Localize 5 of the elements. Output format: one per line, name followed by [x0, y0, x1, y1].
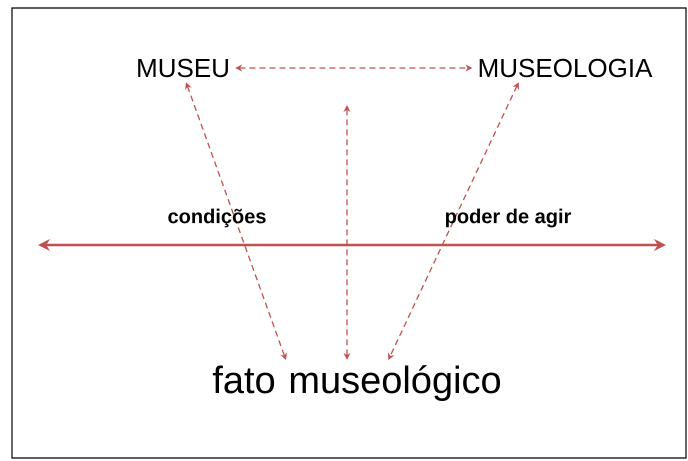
node-text: MUSEOLOGIA — [480, 58, 652, 78]
axis-label: condições — [168, 208, 266, 228]
axis-label: poder de agir — [446, 208, 572, 228]
node-text: fato museológico — [212, 365, 500, 401]
node-text: MUSEU — [138, 58, 228, 78]
